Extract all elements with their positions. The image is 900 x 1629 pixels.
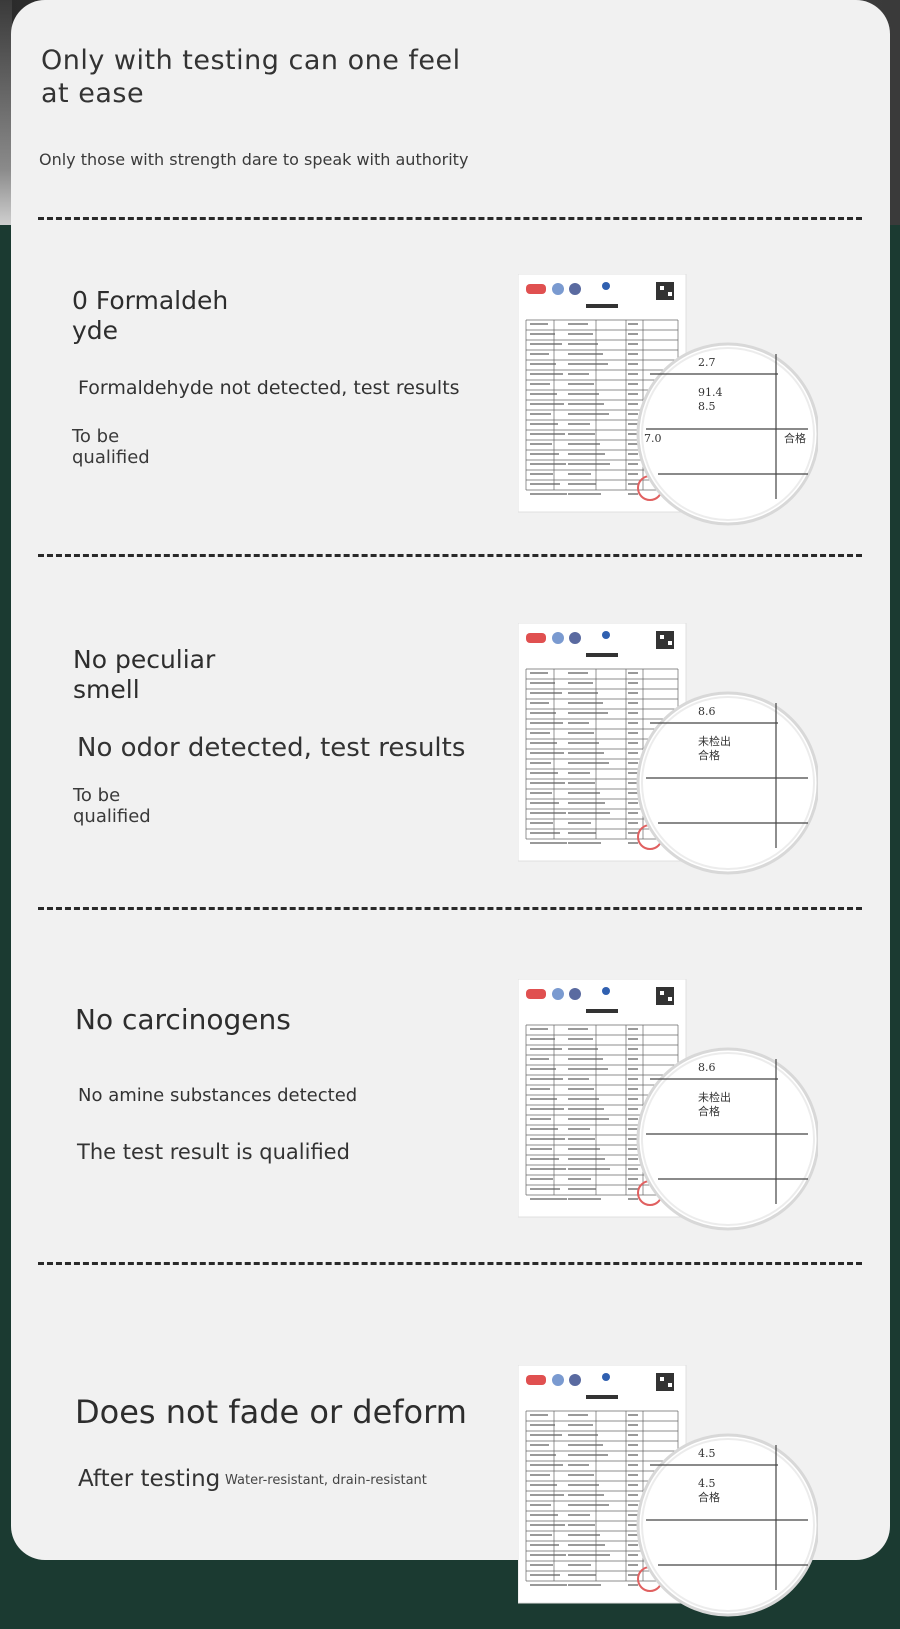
divider bbox=[38, 907, 862, 910]
magnifier-value: 未检出 bbox=[698, 1090, 731, 1104]
page-subtitle: Only those with strength dare to speak w… bbox=[39, 150, 469, 169]
section-title-odor: No peculiar smell bbox=[73, 645, 216, 704]
section-result-formaldehyde: To be qualified bbox=[72, 426, 150, 468]
magnifier-value: 7.0 bbox=[644, 432, 662, 445]
section-text-odor: No odor detected, test results bbox=[77, 733, 466, 763]
magnifier-value: 4.5 bbox=[698, 1477, 716, 1490]
test-report-document-icon: 8.6 未检出合格 bbox=[517, 622, 820, 887]
section-note-fade: Water-resistant, drain-resistant bbox=[225, 1473, 427, 1488]
magnifier-value: 2.7 bbox=[698, 356, 716, 369]
magnifier-value: 合格 bbox=[698, 1490, 720, 1504]
section-result-carcinogens: The test result is qualified bbox=[77, 1140, 350, 1164]
section-text-carcinogens: No amine substances detected bbox=[78, 1085, 358, 1106]
divider bbox=[38, 1262, 862, 1265]
section-title-fade: Does not fade or deform bbox=[75, 1393, 467, 1431]
divider bbox=[38, 217, 862, 220]
section-result-odor: To be qualified bbox=[73, 785, 151, 827]
section-title-carcinogens: No carcinogens bbox=[75, 1003, 291, 1036]
section-title-formaldehyde: 0 Formaldeh yde bbox=[72, 286, 229, 345]
magnifier-value: 8.6 bbox=[698, 1061, 716, 1074]
section-text-fade: After testing bbox=[78, 1466, 221, 1492]
magnifier-value: 8.5 bbox=[698, 400, 716, 413]
background-edge bbox=[0, 0, 12, 225]
report-graphic: 4.54.5合格 bbox=[517, 1364, 820, 1617]
test-report-document-icon: 8.6 未检出合格 bbox=[517, 978, 820, 1243]
report-graphic: 2.7 91.48.5 7.0 合格 bbox=[517, 273, 820, 526]
magnifier-value: 合格 bbox=[698, 748, 720, 762]
magnifier-value: 合格 bbox=[698, 1104, 720, 1118]
section-text-formaldehyde: Formaldehyde not detected, test results bbox=[78, 377, 460, 399]
page-title: Only with testing can one feel at ease bbox=[41, 45, 461, 109]
magnifier-value: 4.5 bbox=[698, 1447, 716, 1460]
divider bbox=[38, 554, 862, 557]
magnifier-value: 8.6 bbox=[698, 705, 716, 718]
magnifier-value: 合格 bbox=[784, 431, 806, 445]
magnifier-value: 91.4 bbox=[698, 386, 723, 399]
magnifier-value: 未检出 bbox=[698, 734, 731, 748]
